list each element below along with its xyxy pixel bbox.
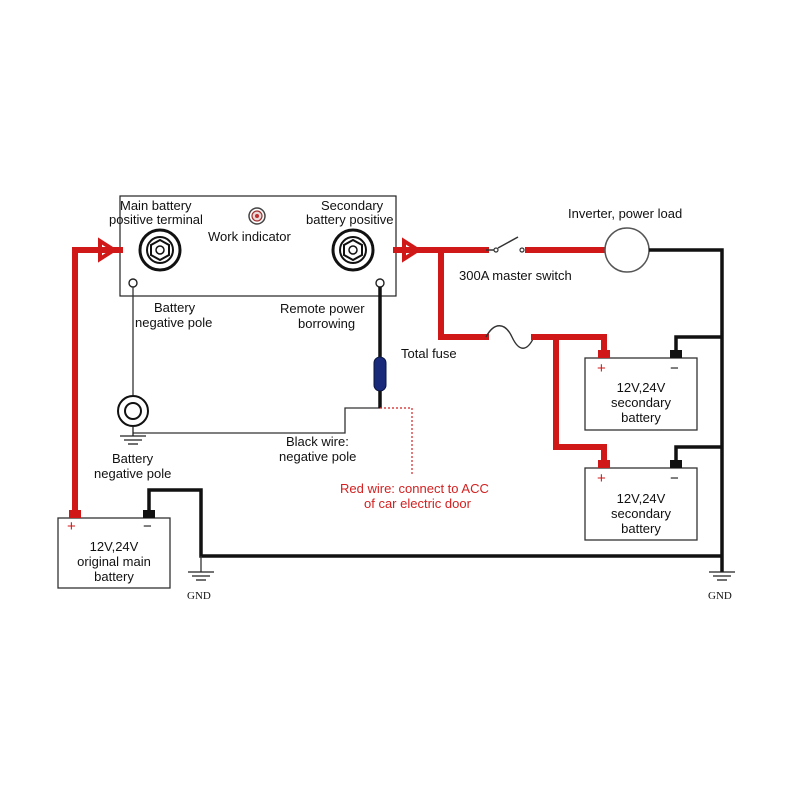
secondary-positive-label-1: Secondary	[321, 198, 384, 213]
secondary-battery-bottom-plus-post	[598, 460, 610, 468]
total-fuse-label: Total fuse	[401, 346, 457, 361]
total-fuse	[485, 325, 535, 349]
secondary-positive-terminal	[331, 228, 375, 272]
main-battery-minus-post	[143, 510, 155, 518]
main-positive-label-1: Main battery	[120, 198, 192, 213]
secondary-top-label-1: 12V,24V	[617, 380, 666, 395]
acc-red-wire	[380, 407, 413, 476]
secondary-top-minus-sign: −	[670, 360, 679, 377]
secondary-bottom-label-1: 12V,24V	[617, 491, 666, 506]
red-wire-label-1: Red wire: connect to ACC	[340, 481, 489, 496]
secondary-bottom-label-2: secondary	[611, 506, 671, 521]
secondary-battery-top-minus-post	[670, 350, 682, 358]
main-battery	[57, 517, 171, 589]
secondary-battery-top-plus-post	[598, 350, 610, 358]
main-battery-minus-sign: −	[143, 518, 152, 535]
black-wire-label-1: Black wire:	[286, 434, 349, 449]
secondary-bottom-minus-sign: −	[670, 470, 679, 487]
negative-terminal-small	[128, 278, 138, 288]
black-wire-label-2: negative pole	[279, 449, 356, 464]
load-return-wire	[649, 248, 724, 572]
secondary-top-label-2: secondary	[611, 395, 671, 410]
gnd-left-label: GND	[187, 590, 211, 602]
parallel-positive-wire	[553, 334, 607, 465]
work-indicator-led	[248, 207, 266, 225]
main-battery-plus-sign: +	[67, 518, 76, 535]
main-positive-label-2: positive terminal	[109, 212, 203, 227]
main-negative-wire	[147, 488, 722, 558]
master-switch	[486, 236, 525, 253]
inverter-label: Inverter, power load	[568, 206, 682, 221]
battery-negative-bottom-label-1: Battery	[112, 451, 154, 466]
remote-inline-fuse	[373, 356, 387, 392]
inverter-load	[604, 227, 650, 273]
main-battery-label-1: 12V,24V	[90, 539, 139, 554]
secondary-battery-top	[584, 357, 698, 431]
main-battery-plus-post	[69, 510, 81, 518]
arrow-into-module	[98, 237, 118, 263]
work-indicator-label: Work indicator	[208, 229, 292, 244]
secondary-bottom-plus-sign: +	[597, 470, 606, 487]
remote-power-label-2: borrowing	[298, 316, 355, 331]
negative-return-wire	[133, 407, 380, 434]
main-battery-label-2: original main	[77, 554, 151, 569]
fuse-to-batteries-wire	[531, 334, 607, 355]
fuse-branch-wire	[438, 247, 489, 340]
remote-power-label-1: Remote power	[280, 301, 365, 316]
red-wire-label-2: of car electric door	[364, 496, 472, 511]
main-battery-label-3: battery	[94, 569, 134, 584]
battery-negative-top-label-1: Battery	[154, 300, 196, 315]
battery-negative-pole-ground	[117, 395, 149, 445]
main-positive-terminal	[138, 228, 182, 272]
secondary-top-plus-sign: +	[597, 360, 606, 377]
secondary-bottom-negative-wire	[674, 445, 722, 460]
battery-negative-bottom-label-2: negative pole	[94, 466, 171, 481]
master-switch-label: 300A master switch	[459, 268, 572, 283]
gnd-left-symbol	[188, 571, 214, 581]
secondary-bottom-label-3: battery	[621, 521, 661, 536]
secondary-positive-label-2: battery positive	[306, 212, 393, 227]
remote-terminal-small	[375, 278, 385, 288]
arrow-out-of-module	[402, 237, 422, 263]
battery-negative-top-label-2: negative pole	[135, 315, 212, 330]
gnd-right-symbol	[709, 571, 735, 581]
main-positive-red-wire	[72, 247, 123, 515]
secondary-top-negative-wire	[674, 335, 722, 350]
secondary-top-label-3: battery	[621, 410, 661, 425]
gnd-right-label: GND	[708, 590, 732, 602]
secondary-battery-bottom	[584, 467, 698, 541]
secondary-battery-bottom-minus-post	[670, 460, 682, 468]
